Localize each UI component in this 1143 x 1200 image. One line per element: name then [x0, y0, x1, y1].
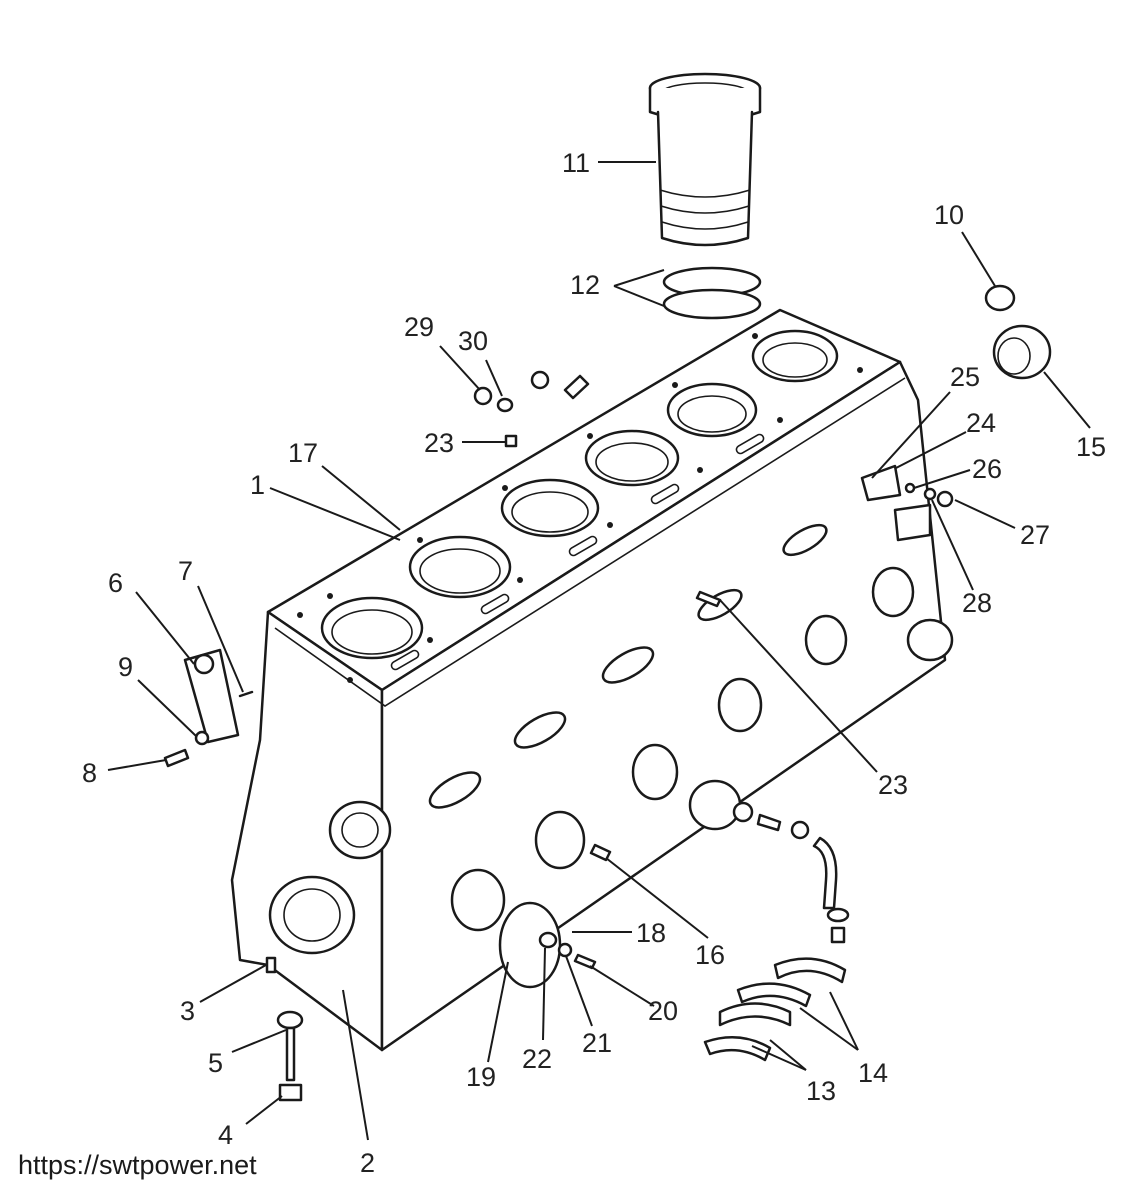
bushing-part-15 [992, 324, 1052, 380]
callout-13: 13 [806, 1076, 836, 1106]
bracket-parts-24-28 [860, 464, 954, 542]
callout-20: 20 [648, 996, 678, 1026]
cylinder-liner-part [648, 72, 762, 247]
callout-26: 26 [972, 454, 1002, 484]
lifting-bracket-part-6 [163, 648, 254, 768]
callout-3: 3 [180, 996, 195, 1026]
callout-4: 4 [218, 1120, 233, 1150]
engine-block-part [230, 308, 954, 1052]
callout-18: 18 [636, 918, 666, 948]
piston-rings-part [662, 266, 762, 320]
callout-22: 22 [522, 1044, 552, 1074]
callout-19: 19 [466, 1062, 496, 1092]
stud-part-23 [695, 590, 722, 608]
bearing-shells-parts-13-14 [703, 957, 847, 1062]
watermark-url: https://swtpower.net [18, 1150, 257, 1180]
callout-15: 15 [1076, 432, 1106, 462]
callout-2: 2 [360, 1148, 375, 1178]
callout-12: 12 [570, 270, 600, 300]
leader-lines [107, 161, 1091, 1141]
callout-1: 1 [250, 470, 265, 500]
dowel-part-16 [589, 843, 612, 862]
callout-17: 17 [288, 438, 318, 468]
cover-plate-parts-18-22 [498, 901, 597, 989]
callout-16: 16 [695, 940, 725, 970]
callout-24: 24 [966, 408, 996, 438]
oil-line-part [732, 801, 850, 944]
callout-27: 27 [1020, 520, 1050, 550]
callout-21: 21 [582, 1028, 612, 1058]
callout-28: 28 [962, 588, 992, 618]
callout-6: 6 [108, 568, 123, 598]
callout-7: 7 [178, 556, 193, 586]
plug-part-10 [984, 284, 1016, 312]
callout-29: 29 [404, 312, 434, 342]
callout-11: 11 [562, 148, 590, 178]
callout-9: 9 [118, 652, 133, 682]
fittings-part-29-30 [473, 370, 590, 448]
callout-14: 14 [858, 1058, 888, 1088]
bolt-parts-3-4-5 [265, 956, 304, 1102]
callout-23-side: 23 [878, 770, 908, 800]
callout-5: 5 [208, 1048, 223, 1078]
callout-30: 30 [458, 326, 488, 356]
callout-25: 25 [950, 362, 980, 392]
callout-23-top: 23 [424, 428, 454, 458]
callout-labels: 1 2 3 4 5 6 7 8 9 10 11 12 13 14 15 16 1… [82, 148, 1106, 1178]
callout-10: 10 [934, 200, 964, 230]
callout-8: 8 [82, 758, 97, 788]
